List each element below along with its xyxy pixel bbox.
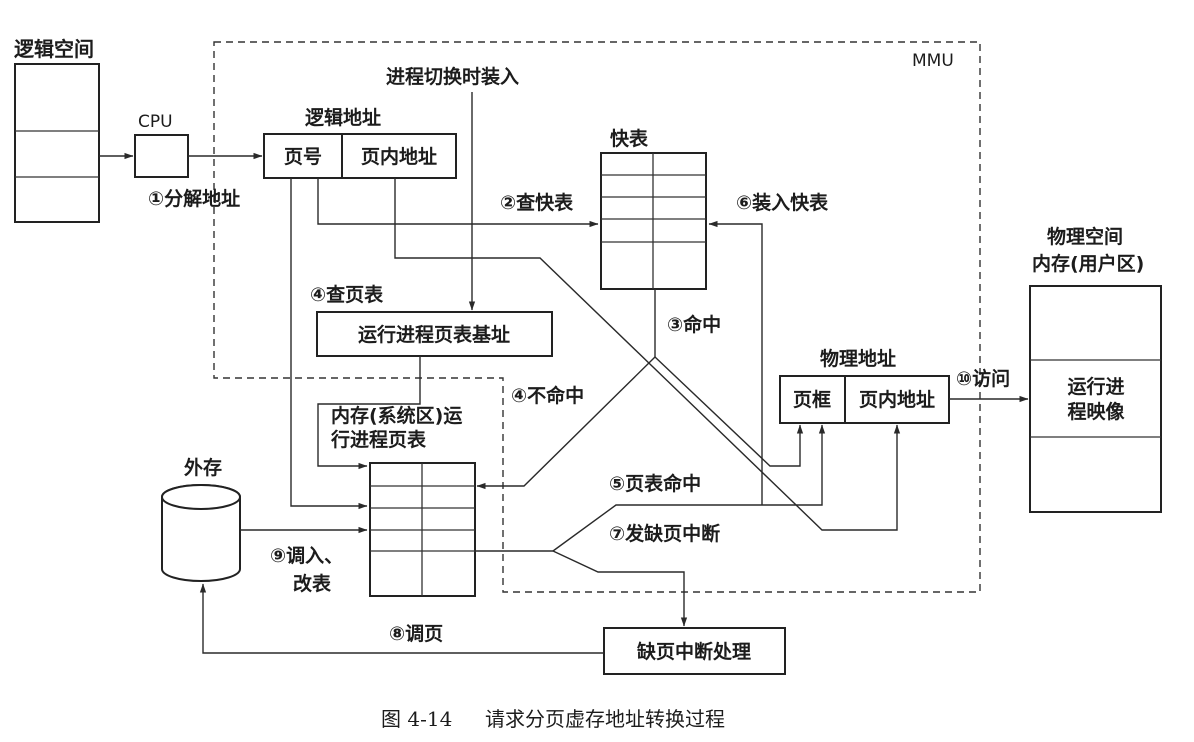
cpu-label: CPU <box>138 112 173 132</box>
arrow-page-table-hit <box>552 424 826 552</box>
logical-space-box <box>14 63 100 223</box>
logical-address-box <box>263 133 457 179</box>
page-frame-cell: 页框 <box>793 388 831 411</box>
process-image-label-2: 程映像 <box>1067 400 1125 423</box>
arrow-miss-to-page-table <box>476 356 656 490</box>
page-fault-handler-box <box>603 627 786 675</box>
figure-title: 请求分页虚存地址转换过程 <box>485 707 725 731</box>
process-image-label-1: 运行进 <box>1067 375 1124 398</box>
page-fault-handler-text: 缺页中断处理 <box>637 640 751 663</box>
mmu-boundary <box>213 41 981 593</box>
arrow-page-number-to-page-table <box>290 178 368 510</box>
cpu-box <box>134 134 189 178</box>
memory-page-table-label-1: 内存(系统区)运 <box>331 404 462 427</box>
arrow-base-to-page-table <box>317 356 421 470</box>
logical-space-label: 逻辑空间 <box>14 37 94 61</box>
physical-space-label-2: 内存(用户区) <box>1032 252 1144 275</box>
memory-page-table-label-2: 行进程页表 <box>330 428 427 451</box>
mmu-label: MMU <box>912 51 954 71</box>
page-number-cell: 页号 <box>284 146 322 168</box>
step-3-label: ③命中 <box>667 313 721 336</box>
page-offset-cell: 页内地址 <box>361 145 437 168</box>
arrow-page-fault <box>552 550 688 627</box>
step-1-label: ①分解地址 <box>148 187 240 210</box>
step-5-label: ⑤页表命中 <box>609 472 701 495</box>
step-4-lookup-label: ④查页表 <box>310 283 384 306</box>
physical-memory-box <box>1029 285 1162 513</box>
step-2-label: ②查快表 <box>500 191 574 214</box>
logical-address-label: 逻辑地址 <box>305 106 381 129</box>
step-9-label-2: 改表 <box>293 572 332 595</box>
physical-address-label: 物理地址 <box>820 347 896 370</box>
external-storage-label: 外存 <box>184 456 222 479</box>
step-4-miss-label: ④不命中 <box>511 384 584 407</box>
step-7-label: ⑦发缺页中断 <box>609 522 720 545</box>
memory-page-table <box>369 462 476 597</box>
page-table-base-text: 运行进程页表基址 <box>358 323 510 346</box>
figure-number: 图 4-14 <box>381 707 452 731</box>
step-6-label: ⑥装入快表 <box>736 191 829 214</box>
arrow-page-number-to-tlb <box>317 178 599 228</box>
step-8-label: ⑧调页 <box>389 623 443 645</box>
frame-offset-cell: 页内地址 <box>859 388 935 411</box>
physical-space-label-1: 物理空间 <box>1047 225 1123 248</box>
disk-icon <box>161 484 241 582</box>
load-on-switch-label: 进程切换时装入 <box>386 65 519 88</box>
tlb-label: 快表 <box>610 127 649 150</box>
arrow-load-into-tlb <box>708 220 763 505</box>
arrow-hit-to-frame <box>654 356 804 467</box>
tlb-table <box>600 152 707 290</box>
arrow-offset-to-physical <box>394 178 901 531</box>
page-table-base-box <box>316 311 553 357</box>
arrow-handler-to-disk <box>199 583 604 654</box>
step-10-label: ⑩访问 <box>956 367 1010 390</box>
step-9-label-1: ⑨调入、 <box>270 545 343 567</box>
physical-address-box <box>779 375 950 424</box>
